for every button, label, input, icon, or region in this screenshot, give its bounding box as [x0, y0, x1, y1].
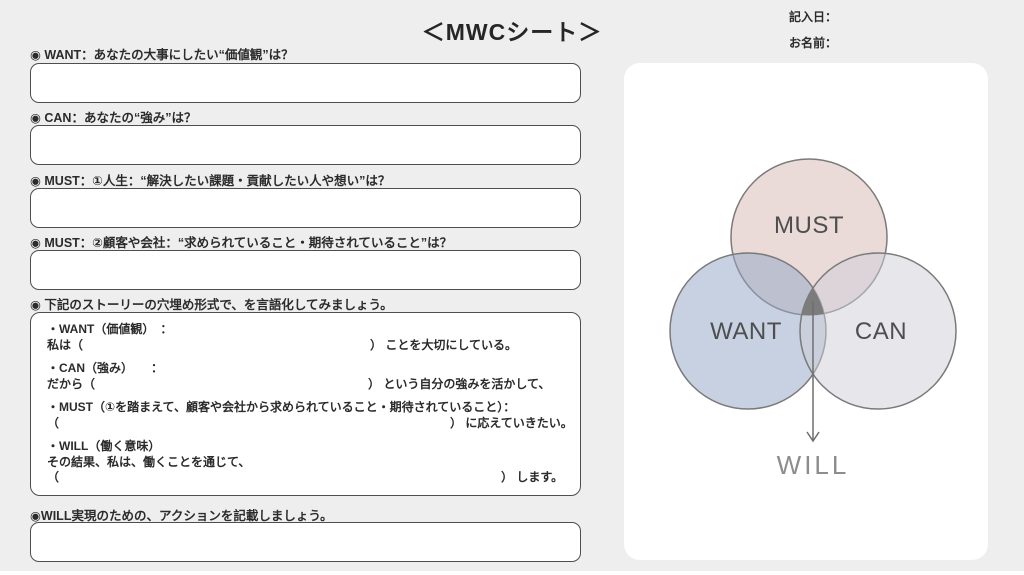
venn-card: MUST WANT CAN WILL	[624, 63, 988, 560]
want-field-label: ◉ WANT：あなたの大事にしたい“価値観”は？	[30, 48, 294, 62]
want-circle-label: WANT	[710, 318, 782, 345]
story-can-right: ） という自分の強みを活かして、	[368, 376, 551, 391]
can-circle-label: CAN	[855, 318, 907, 345]
story-fill-in-box[interactable]: ・WANT（価値観） ： 私は（ ） ことを大切にしている。 ・CAN（強み） …	[30, 312, 581, 496]
must2-input-box[interactable]	[30, 250, 581, 290]
story-must-left: （	[47, 415, 60, 430]
must-circle-label: MUST	[774, 212, 844, 239]
must1-input-box[interactable]	[30, 188, 581, 228]
can-circle	[799, 252, 957, 410]
story-field-label: ◉ 下記のストーリーの穴埋め形式で、を言語化してみましょう。	[30, 298, 393, 312]
story-can-heading: ・CAN（強み） ：	[47, 361, 163, 375]
story-will-sentence: （ ） します。	[47, 470, 564, 486]
can-input-box[interactable]	[30, 125, 581, 165]
story-want-heading: ・WANT（価値観） ：	[47, 322, 173, 336]
want-input-box[interactable]	[30, 63, 581, 103]
bottom-page-edge	[0, 571, 1024, 575]
name-label: お名前：	[789, 36, 838, 50]
story-will-right: ） します。	[501, 470, 564, 484]
story-will-left: （	[47, 470, 60, 484]
page-title: ＜MWCシート＞	[421, 19, 603, 45]
can-field-label: ◉ CAN：あなたの“強み”は？	[30, 111, 197, 125]
story-must-sentence: （ ） に応えていきたい。	[47, 415, 573, 432]
story-will-intro: その結果、私は、働くことを通じて、	[47, 454, 251, 469]
must2-field-label: ◉ MUST：②顧客や会社：“求められていること・期待されていること”は？	[30, 236, 453, 250]
story-want-sentence: 私は（ ） ことを大切にしている。	[47, 338, 564, 354]
venn-diagram: MUST WANT CAN WILL	[669, 158, 957, 480]
story-can-sentence: だから（ ） という自分の強みを活かして、	[47, 377, 564, 393]
date-label: 記入日：	[789, 10, 838, 24]
action-input-box[interactable]	[30, 522, 581, 562]
story-must-right: ） に応えていきたい。	[450, 415, 573, 430]
story-want-left: 私は（	[47, 337, 84, 352]
action-field-label: ◉WILL実現のための、アクションを記載しましょう。	[30, 509, 333, 523]
header-meta: 記入日： お名前：	[789, 10, 837, 50]
story-will-heading: ・WILL（働く意味）	[47, 439, 161, 453]
story-can-left: だから（	[47, 376, 96, 391]
must1-field-label: ◉ MUST：①人生：“解決したい課題・貢献したい人や想い”は？	[30, 174, 391, 188]
will-arrow-icon	[806, 301, 820, 443]
story-must-heading: ・MUST（①を踏まえて、顧客や会社から求められていること・期待されていること）…	[47, 400, 516, 414]
story-want-right: ） ことを大切にしている。	[370, 337, 517, 352]
will-label: WILL	[777, 450, 850, 480]
